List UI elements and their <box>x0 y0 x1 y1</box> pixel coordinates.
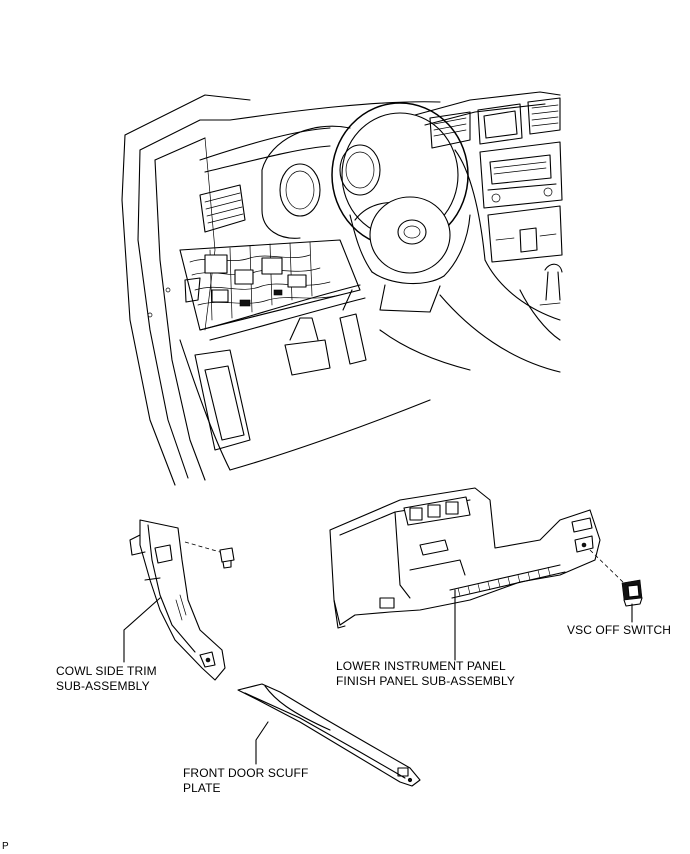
clip-part <box>219 547 235 569</box>
vsc-off-switch-part <box>621 579 643 607</box>
cowl-side-trim-label-line2: SUB-ASSEMBLY <box>56 679 150 693</box>
front-door-scuff-plate-part <box>237 683 421 787</box>
scuff-plate-leader-line <box>255 721 269 765</box>
vehicle-interior-illustration <box>121 91 563 486</box>
cowl-trim-leader-line <box>123 597 161 663</box>
reference-mark: P <box>2 841 9 852</box>
lower-instrument-panel-label-line2: FINISH PANEL SUB-ASSEMBLY <box>336 674 515 688</box>
lower-instrument-panel-label: LOWER INSTRUMENT PANEL FINISH PANEL SUB-… <box>336 659 515 689</box>
vsc-switch-guide-line <box>589 549 627 586</box>
lower-instrument-panel-part <box>329 487 601 629</box>
cowl-clip-guide-line <box>184 541 221 553</box>
cowl-side-trim-label: COWL SIDE TRIM SUB-ASSEMBLY <box>56 664 157 694</box>
front-door-scuff-plate-label-line1: FRONT DOOR SCUFF <box>183 766 309 780</box>
cowl-side-trim-label-line1: COWL SIDE TRIM <box>56 664 157 678</box>
front-door-scuff-plate-label-line2: PLATE <box>183 781 221 795</box>
cowl-side-trim-part <box>129 519 226 681</box>
lower-instrument-panel-label-line1: LOWER INSTRUMENT PANEL <box>336 659 506 673</box>
vsc-off-switch-label: VSC OFF SWITCH <box>567 623 672 637</box>
front-door-scuff-plate-label: FRONT DOOR SCUFF PLATE <box>183 766 308 796</box>
